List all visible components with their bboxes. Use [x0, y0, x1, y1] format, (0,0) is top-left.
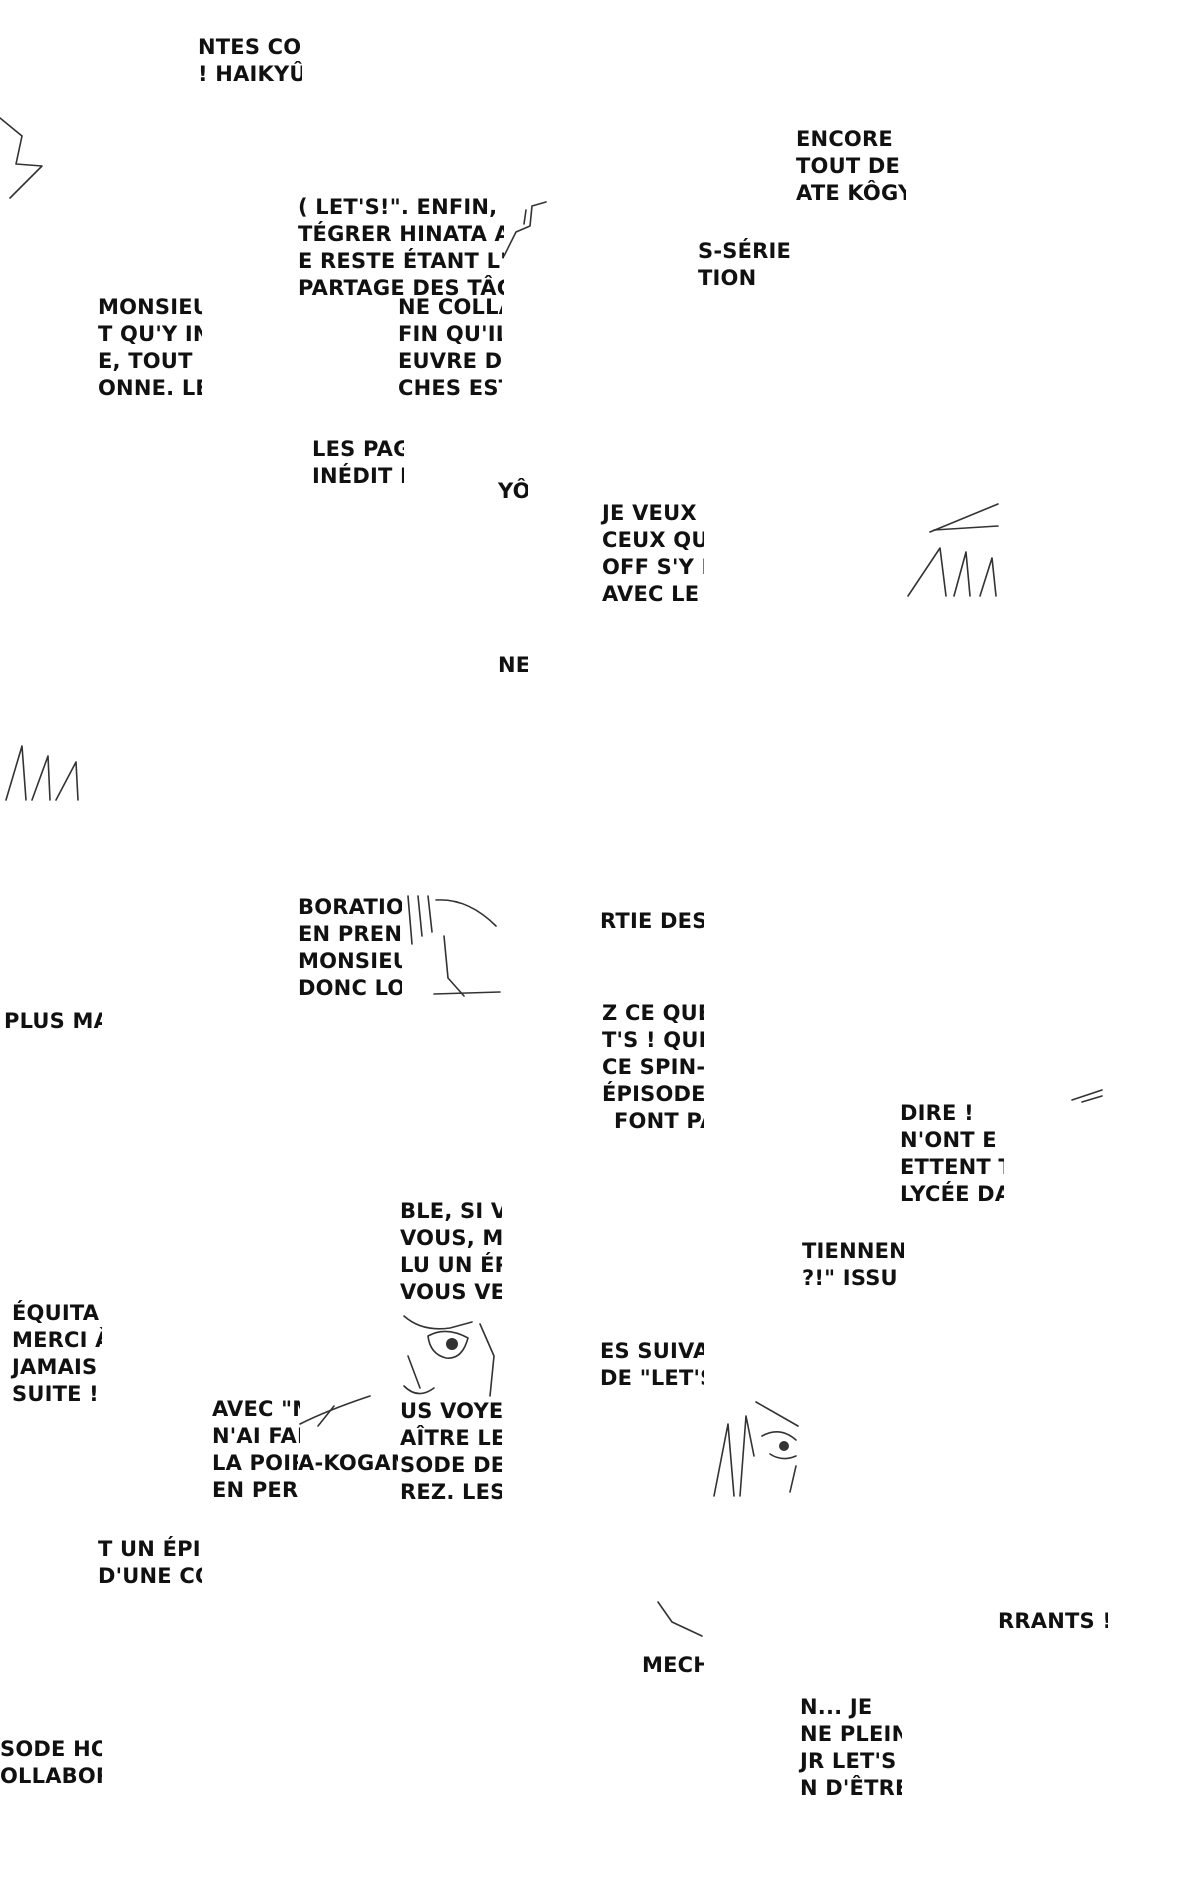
text-fragment: YÔ	[498, 478, 528, 508]
hair-sketch-icon	[907, 503, 999, 597]
hair-sketch-icon	[503, 201, 547, 257]
text-fragment: TIENNEN?!" ISSU I	[800, 1236, 904, 1300]
face-sketch-icon	[713, 1401, 799, 1497]
hair-sketch-icon	[5, 745, 79, 801]
hair-sketch-icon	[0, 117, 43, 199]
text-fragment: RTIE DES	[600, 908, 704, 940]
text-fragment: MONSIEURT QU'Y INE, TOUT LONNE. LE	[98, 296, 202, 400]
hair-sketch-icon	[299, 1395, 371, 1427]
hair-sketch-icon	[1071, 1089, 1103, 1103]
text-fragment: RRANTS !	[998, 1608, 1108, 1640]
text-fragment: NTES CON! HAIKYÛ	[198, 30, 302, 100]
hair-sketch-icon	[657, 1601, 703, 1637]
text-fragment: SODE HOROLLABORA	[0, 1734, 102, 1800]
text-fragment: ( LET'S!". ENFIN, UNTÉGRER HINATA AUE RE…	[298, 196, 504, 300]
text-fragment: PLUS MA	[0, 1008, 102, 1040]
text-fragment: NE	[498, 652, 528, 682]
text-fragment: MECH	[640, 1652, 704, 1684]
face-sketch-icon	[407, 895, 501, 997]
text-fragment: T UN ÉPISD'UNE CO	[98, 1536, 202, 1600]
text-fragment: A-KOGAN	[298, 1450, 402, 1480]
face-sketch-icon	[403, 1315, 495, 1397]
